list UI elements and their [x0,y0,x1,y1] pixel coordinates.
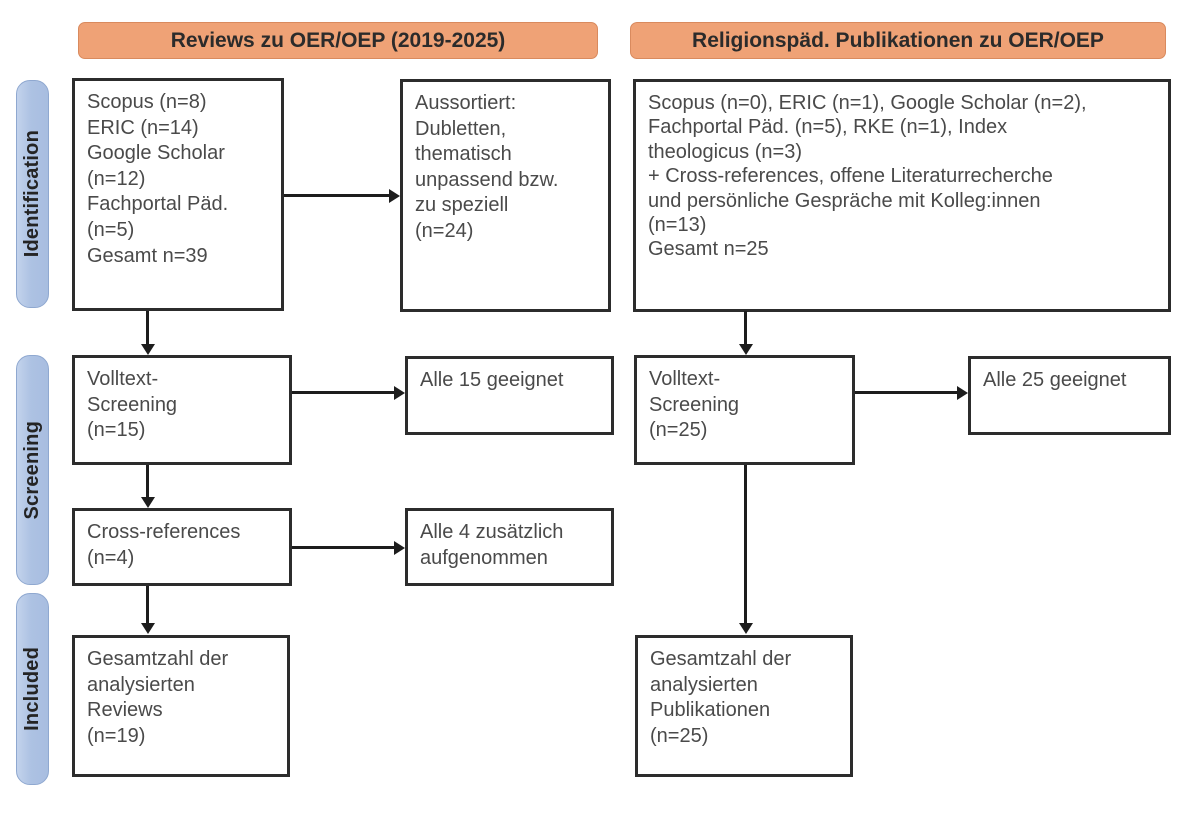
arrow-left-sources-to-excluded [389,189,400,203]
box-left-fulltext-screening: Volltext- Screening (n=15) [72,355,292,465]
box-right-included-total: Gesamtzahl der analysierten Publikatione… [635,635,853,777]
arrow-left-sources-to-screening [141,344,155,355]
connector-left-crossrefs-to-added [292,546,394,549]
arrow-left-screening-to-crossrefs [141,497,155,508]
arrow-left-crossrefs-to-added [394,541,405,555]
stage-label-screening: Screening [16,355,49,585]
box-right-fulltext-screening: Volltext- Screening (n=25) [634,355,855,465]
stage-label-screening-text: Screening [21,420,43,520]
box-left-included-total: Gesamtzahl der analysierten Reviews (n=1… [72,635,290,777]
box-left-all-eligible: Alle 15 geeignet [405,356,614,435]
box-left-all-added: Alle 4 zusätzlich aufgenommen [405,508,614,586]
box-right-all-eligible: Alle 25 geeignet [968,356,1171,435]
connector-left-sources-to-excluded [284,194,389,197]
column-header-reviews: Reviews zu OER/OEP (2019-2025) [78,22,598,59]
arrow-right-screening-to-eligible [957,386,968,400]
arrow-left-screening-to-eligible [394,386,405,400]
column-header-religionspaed-publications: Religionspäd. Publikationen zu OER/OEP [630,22,1166,59]
connector-left-crossrefs-to-included [146,586,149,623]
connector-left-sources-to-screening [146,311,149,344]
stage-label-identification-text: Identification [21,130,43,258]
stage-label-included: Included [16,593,49,785]
arrow-left-crossrefs-to-included [141,623,155,634]
connector-right-screening-to-eligible [855,391,957,394]
arrow-right-sources-to-screening [739,344,753,355]
connector-left-screening-to-eligible [292,391,394,394]
stage-label-identification: Identification [16,80,49,308]
box-left-cross-references: Cross-references (n=4) [72,508,292,586]
box-left-identification-sources: Scopus (n=8) ERIC (n=14) Google Scholar … [72,78,284,311]
stage-label-included-text: Included [21,647,43,731]
connector-left-screening-to-crossrefs [146,465,149,497]
connector-right-screening-to-included [744,465,747,623]
connector-right-sources-to-screening [744,311,747,344]
box-right-identification-sources: Scopus (n=0), ERIC (n=1), Google Scholar… [633,79,1171,312]
arrow-right-screening-to-included [739,623,753,634]
box-left-excluded: Aussortiert: Dubletten, thematisch unpas… [400,79,611,312]
